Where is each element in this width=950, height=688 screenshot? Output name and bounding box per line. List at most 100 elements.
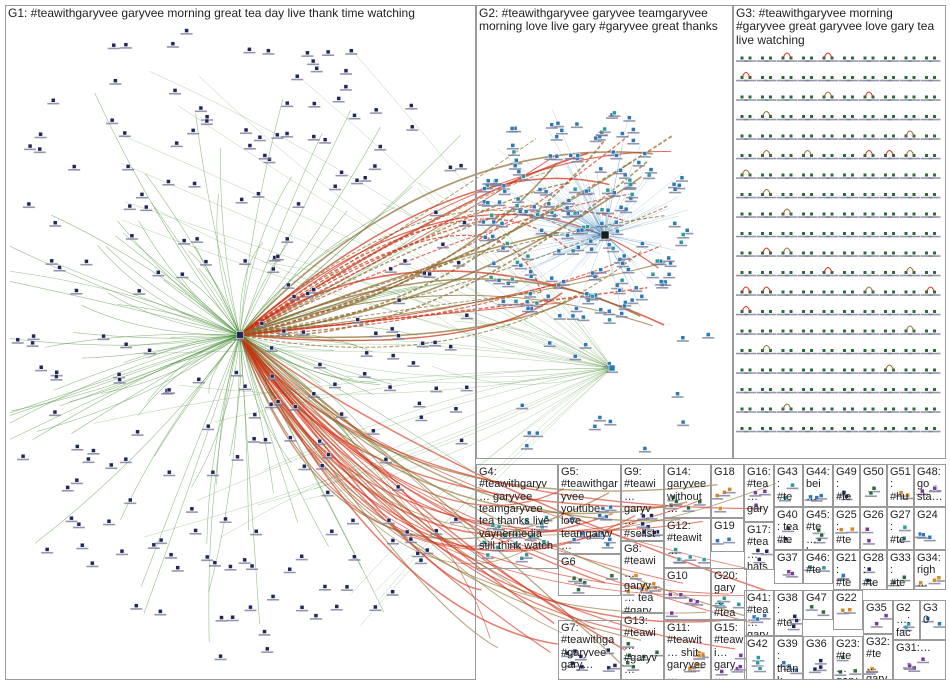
vertex-node: [842, 368, 847, 372]
self-loop-edge: [905, 325, 915, 332]
vertex-node: [194, 236, 200, 242]
vertex-label-mark: [367, 433, 380, 435]
vertex-node: [641, 513, 646, 519]
edge-line: [564, 234, 606, 241]
edge-line: [122, 219, 613, 369]
vertex-label-mark: [736, 333, 748, 335]
group-box-g23: G23: #te… gary…: [833, 636, 863, 680]
vertex-label-mark: [764, 411, 777, 413]
vertex-label-mark: [846, 411, 859, 413]
vertex-node: [932, 329, 937, 333]
vertex-node: [620, 260, 625, 266]
vertex-node: [822, 134, 826, 138]
vertex-node: [847, 607, 852, 612]
vertex-node: [768, 56, 773, 60]
vertex-label-mark: [867, 333, 879, 335]
vertex-label-mark: [392, 338, 405, 340]
self-loop-edge: [823, 267, 833, 273]
vertex-label-mark: [607, 250, 620, 253]
vertex-label-mark: [189, 532, 202, 535]
vertex-node: [748, 153, 752, 158]
vertex-node: [830, 173, 834, 177]
vertex-node: [509, 126, 515, 131]
vertex-node: [539, 228, 544, 233]
self-loop-edge: [762, 286, 771, 293]
vertex-label-mark: [900, 99, 912, 101]
vertex-node: [652, 530, 657, 535]
vertex-label-mark: [879, 274, 892, 277]
vertex-label-mark: [681, 232, 694, 235]
vertex-label-mark: [777, 79, 789, 82]
vertex-node: [809, 134, 814, 138]
edge-line: [563, 234, 606, 245]
vertex-node: [513, 532, 519, 537]
vertex-label-mark: [629, 578, 642, 580]
vertex-node: [128, 497, 133, 503]
group-box-g46: G46: #te…: [803, 550, 833, 584]
vertex-label-mark: [369, 609, 382, 612]
vertex-node: [755, 548, 761, 553]
vertex-label-mark: [655, 284, 668, 286]
self-loop-edge: [905, 130, 915, 137]
vertex-node: [789, 571, 795, 576]
vertex-node: [525, 253, 531, 259]
vertex-label-mark: [627, 669, 640, 671]
vertex-node: [850, 231, 855, 236]
vertex-label-mark: [797, 372, 810, 374]
vertex-label-mark: [785, 177, 797, 179]
vertex-node: [615, 228, 620, 234]
vertex-node: [924, 75, 929, 80]
vertex-label-mark: [455, 168, 468, 170]
vertex-node: [850, 75, 855, 80]
vertex-label-mark: [421, 552, 434, 555]
vertex-node: [781, 290, 785, 294]
vertex-node: [271, 266, 276, 272]
vertex-label-mark: [393, 302, 406, 305]
vertex-label-mark: [785, 333, 797, 335]
vertex-label-mark: [415, 419, 428, 422]
vertex-label-mark: [826, 294, 838, 296]
vertex-label-mark: [574, 582, 587, 585]
vertex-node: [235, 454, 240, 460]
vertex-node: [206, 423, 211, 429]
vertex-node: [671, 182, 677, 187]
vertex-node: [633, 285, 639, 291]
vertex-node: [332, 382, 338, 387]
vertex-label-mark: [718, 494, 731, 497]
vertex-node: [528, 269, 534, 274]
vertex-node: [883, 329, 888, 333]
vertex-node: [577, 577, 583, 583]
self-loop-edge: [782, 403, 792, 410]
vertex-label-mark: [386, 542, 399, 545]
vertex-label-mark: [920, 352, 933, 355]
vertex-node: [190, 128, 196, 133]
vertex-label-mark: [667, 499, 680, 502]
vertex-label-mark: [756, 138, 769, 140]
vertex-node: [830, 212, 834, 216]
vertex-label-mark: [835, 532, 848, 534]
vertex-label-mark: [756, 352, 769, 355]
vertex-label-mark: [248, 441, 261, 443]
vertex-label-mark: [645, 172, 658, 174]
vertex-node: [905, 492, 910, 498]
vertex-node: [932, 368, 937, 372]
vertex-node: [842, 309, 847, 314]
edge-line: [604, 201, 637, 236]
vertex-node: [842, 134, 847, 138]
vertex-node: [842, 231, 847, 236]
vertex-label-mark: [917, 661, 930, 664]
vertex-label-mark: [615, 209, 628, 212]
vertex-node: [184, 28, 189, 33]
vertex-node: [871, 192, 875, 197]
vertex-node: [830, 407, 834, 411]
vertex-node: [453, 516, 459, 522]
vertex-node: [409, 103, 414, 108]
vertex-node: [519, 403, 525, 408]
vertex-label-mark: [867, 352, 879, 355]
vertex-node: [932, 95, 937, 99]
edge-line: [37, 334, 241, 432]
vertex-label-mark: [656, 287, 669, 289]
vertex-label-mark: [736, 235, 748, 238]
vertex-node: [408, 536, 414, 542]
group-box-g43: G43: #te… gar…: [774, 464, 803, 507]
